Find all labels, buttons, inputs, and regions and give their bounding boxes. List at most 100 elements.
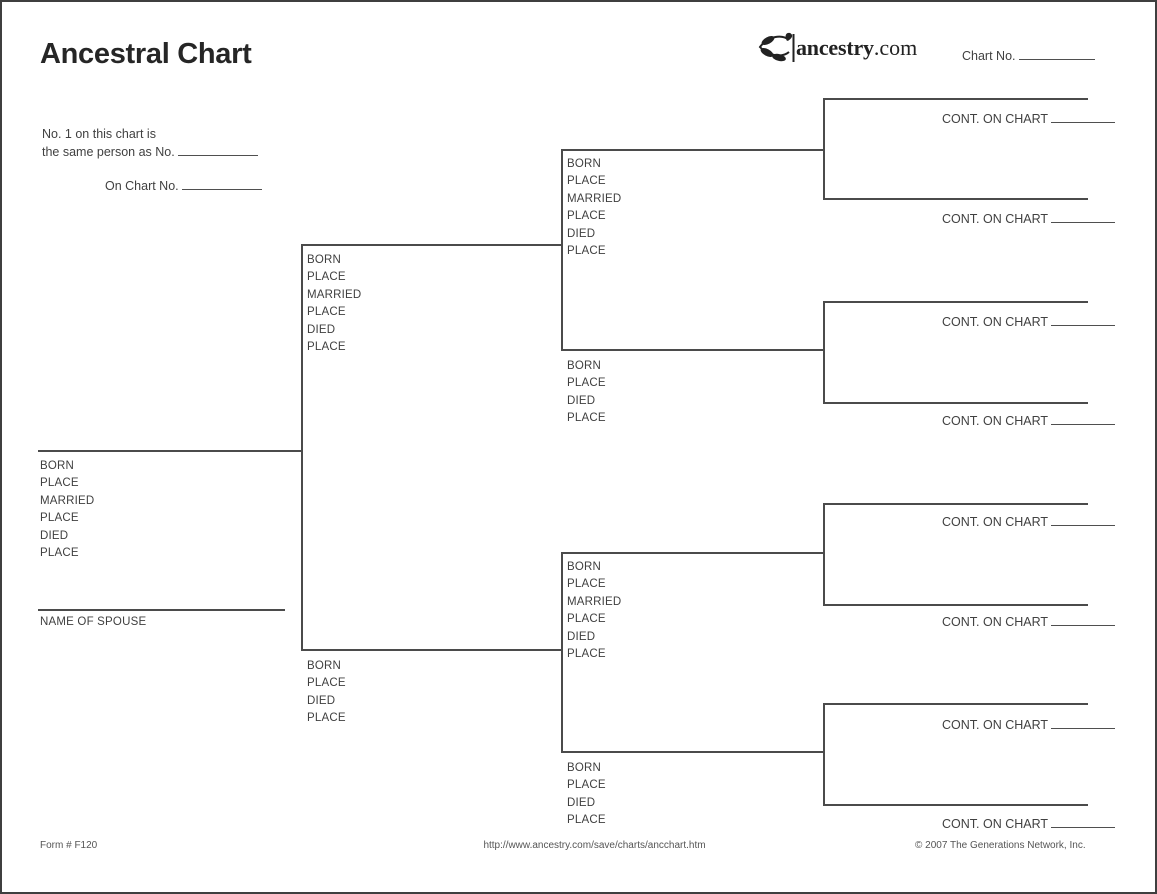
person-14-name-line xyxy=(823,703,1088,705)
field-label-born: BORN xyxy=(567,561,602,573)
note-line-3-label: On Chart No. xyxy=(105,179,179,193)
gen3-paternal-bracket-line xyxy=(561,149,563,351)
person-2-name-line xyxy=(301,244,563,246)
field-label-died: DIED xyxy=(567,394,596,407)
spouse-label: NAME OF SPOUSE xyxy=(40,616,147,628)
field-label-place: PLACE xyxy=(567,814,606,827)
form-number: Form # F120 xyxy=(40,840,98,851)
chart-no-blank-line xyxy=(1018,48,1095,60)
cont-chart-blank-line xyxy=(1051,314,1116,326)
person-1-fields: BORN PLACE MARRIED PLACE DIED PLACE xyxy=(40,458,94,562)
person-15-name-line xyxy=(823,804,1088,806)
field-label-married: MARRIED xyxy=(40,494,95,507)
cont-chart-blank-line xyxy=(1051,717,1116,729)
cont-on-chart-label: CONT. ON CHART xyxy=(942,315,1048,329)
field-label-died: DIED xyxy=(40,529,69,542)
field-label-born: BORN xyxy=(40,460,75,472)
field-label-place: PLACE xyxy=(567,779,606,792)
person-5-fields: BORN PLACE DIED PLACE xyxy=(567,358,606,428)
field-label-died: DIED xyxy=(307,694,336,707)
cont-chart-blank-line xyxy=(1051,413,1116,425)
field-label-place: PLACE xyxy=(567,377,606,390)
cont-on-chart-8: CONT. ON CHART xyxy=(942,816,1116,831)
field-label-place: PLACE xyxy=(567,613,606,626)
ancestry-leaf-icon xyxy=(756,30,796,66)
cont-on-chart-label: CONT. ON CHART xyxy=(942,615,1048,629)
person-3-name-line xyxy=(301,649,563,651)
field-label-place: PLACE xyxy=(567,245,606,258)
footer-copyright: © 2007 The Generations Network, Inc. xyxy=(915,840,1086,851)
person-8-name-line xyxy=(823,98,1088,100)
field-label-place: PLACE xyxy=(307,677,346,690)
brand-name: ancestry xyxy=(796,35,874,60)
cont-chart-blank-line xyxy=(1051,514,1116,526)
gen2-bracket-line xyxy=(301,244,303,651)
cont-on-chart-label: CONT. ON CHART xyxy=(942,414,1048,428)
note-line-2: the same person as No. xyxy=(42,144,259,159)
field-label-place: PLACE xyxy=(567,175,606,188)
person-3-fields: BORN PLACE DIED PLACE xyxy=(307,658,346,728)
cont-on-chart-label: CONT. ON CHART xyxy=(942,212,1048,226)
field-label-place: PLACE xyxy=(40,547,79,560)
field-label-place: PLACE xyxy=(567,210,606,223)
chart-no-label: Chart No. xyxy=(962,49,1016,63)
field-label-died: DIED xyxy=(307,323,336,336)
field-label-place: PLACE xyxy=(307,341,346,354)
cont-on-chart-5: CONT. ON CHART xyxy=(942,514,1116,529)
page-title: Ancestral Chart xyxy=(40,38,252,70)
person-2-fields: BORN PLACE MARRIED PLACE DIED PLACE xyxy=(307,252,361,356)
person-12-name-line xyxy=(823,503,1088,505)
field-label-died: DIED xyxy=(567,630,596,643)
note-line-3: On Chart No. xyxy=(105,178,263,193)
note-line-1: No. 1 on this chart is xyxy=(42,127,156,141)
gen4-bracket-1-line xyxy=(823,98,825,200)
field-label-married: MARRIED xyxy=(567,595,622,608)
cont-on-chart-label: CONT. ON CHART xyxy=(942,515,1048,529)
person-6-fields: BORN PLACE MARRIED PLACE DIED PLACE xyxy=(567,559,621,663)
person-9-name-line xyxy=(823,198,1088,200)
brand-suffix: .com xyxy=(873,35,918,60)
on-chart-blank-line xyxy=(182,178,263,190)
cont-on-chart-label: CONT. ON CHART xyxy=(942,817,1048,831)
cont-on-chart-6: CONT. ON CHART xyxy=(942,614,1116,629)
cont-chart-blank-line xyxy=(1051,111,1116,123)
field-label-place: PLACE xyxy=(307,306,346,319)
person-7-name-line xyxy=(561,751,825,753)
cont-chart-blank-line xyxy=(1051,614,1116,626)
cont-chart-blank-line xyxy=(1051,211,1116,223)
field-label-married: MARRIED xyxy=(567,192,622,205)
field-label-place: PLACE xyxy=(40,512,79,525)
gen4-bracket-2-line xyxy=(823,301,825,404)
cont-on-chart-2: CONT. ON CHART xyxy=(942,211,1116,226)
person-4-name-line xyxy=(561,149,825,151)
field-label-born: BORN xyxy=(567,762,602,774)
chart-no-field: Chart No. xyxy=(962,48,1095,63)
person-4-fields: BORN PLACE MARRIED PLACE DIED PLACE xyxy=(567,156,621,260)
gen3-maternal-bracket-line xyxy=(561,552,563,753)
spouse-name-line xyxy=(38,609,285,611)
field-label-place: PLACE xyxy=(567,412,606,425)
cont-on-chart-label: CONT. ON CHART xyxy=(942,112,1048,126)
field-label-place: PLACE xyxy=(567,578,606,591)
field-label-born: BORN xyxy=(567,360,602,372)
person-10-name-line xyxy=(823,301,1088,303)
cont-on-chart-4: CONT. ON CHART xyxy=(942,413,1116,428)
gen4-bracket-3-line xyxy=(823,503,825,606)
person-1-name-line xyxy=(38,450,302,452)
field-label-born: BORN xyxy=(307,660,342,672)
field-label-married: MARRIED xyxy=(307,288,362,301)
cont-on-chart-1: CONT. ON CHART xyxy=(942,111,1116,126)
cont-on-chart-7: CONT. ON CHART xyxy=(942,717,1116,732)
person-11-name-line xyxy=(823,402,1088,404)
cont-on-chart-label: CONT. ON CHART xyxy=(942,718,1048,732)
field-label-died: DIED xyxy=(567,796,596,809)
ancestry-logo: ancestry.com xyxy=(756,30,917,66)
field-label-died: DIED xyxy=(567,227,596,240)
gen4-bracket-4-line xyxy=(823,703,825,806)
field-label-place: PLACE xyxy=(40,477,79,490)
cont-on-chart-3: CONT. ON CHART xyxy=(942,314,1116,329)
field-label-place: PLACE xyxy=(307,712,346,725)
field-label-place: PLACE xyxy=(307,271,346,284)
person-13-name-line xyxy=(823,604,1088,606)
person-6-name-line xyxy=(561,552,825,554)
